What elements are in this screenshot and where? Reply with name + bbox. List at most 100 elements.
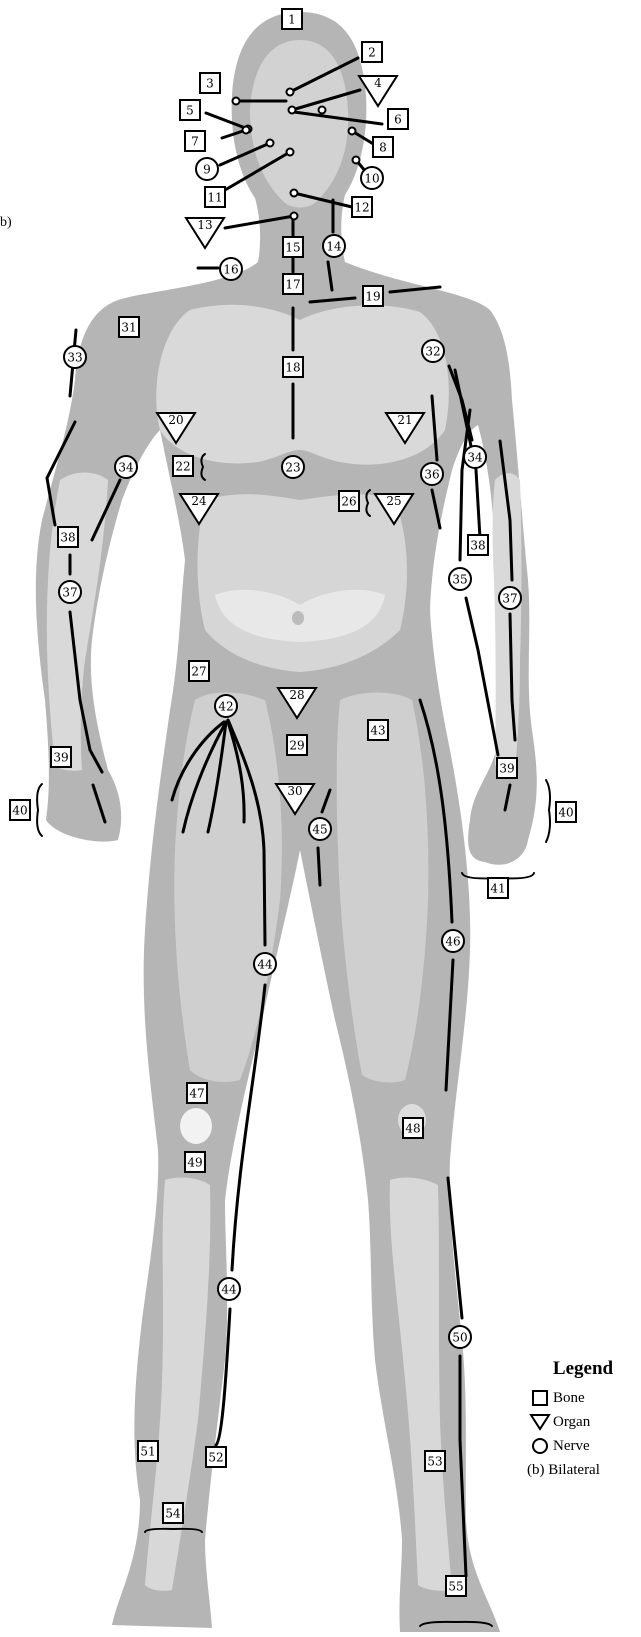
marker-label: 19	[365, 290, 380, 304]
marker-nerve-37a: 37	[59, 581, 81, 603]
marker-bone-38b: 38	[468, 535, 488, 555]
marker-bone-26: 26	[339, 491, 359, 511]
marker-bone-27: 27	[189, 661, 209, 681]
bracket	[546, 780, 550, 842]
marker-organ-13: 13	[186, 218, 224, 248]
leader-dot	[349, 128, 356, 135]
marker-label: 22	[175, 460, 190, 474]
marker-label: 52	[208, 1451, 223, 1465]
marker-label: 42	[218, 700, 233, 714]
marker-bone-17: 17	[283, 274, 303, 294]
marker-label: 12	[354, 201, 369, 215]
marker-bone-39b: 39	[497, 758, 517, 778]
marker-label: 33	[67, 351, 82, 365]
marker-label: 21	[397, 413, 412, 427]
marker-label: 51	[140, 1445, 155, 1459]
marker-bone-8: 8	[373, 137, 393, 157]
marker-label: 6	[394, 113, 402, 127]
marker-bone-48: 48	[403, 1118, 423, 1138]
marker-nerve-10: 10	[361, 167, 383, 189]
marker-label: 40	[558, 806, 573, 820]
marker-label: 40	[12, 804, 27, 818]
legend: Legend Bone Organ Nerve (b) Bilateral	[527, 1358, 639, 1482]
marker-nerve-50: 50	[449, 1326, 471, 1348]
marker-nerve-44a: 44	[254, 953, 276, 975]
marker-label: 23	[285, 461, 300, 475]
marker-label: 26	[341, 495, 356, 509]
marker-label: 50	[452, 1331, 467, 1345]
marker-nerve-35: 35	[449, 568, 471, 590]
marker-label: 9	[203, 163, 211, 177]
marker-label: 5	[186, 104, 194, 118]
leader-dot	[291, 190, 298, 197]
marker-bone-22: 22	[173, 456, 193, 476]
leader-dot	[233, 98, 240, 105]
marker-label: 34	[467, 451, 483, 465]
marker-label: 32	[425, 345, 440, 359]
square-icon	[527, 1389, 553, 1407]
marker-label: 54	[165, 1507, 181, 1521]
leader-line	[466, 598, 498, 755]
marker-label: 30	[287, 784, 302, 798]
marker-bone-1: 1	[282, 9, 302, 29]
marker-label: 45	[312, 823, 327, 837]
marker-label: 10	[364, 172, 379, 186]
marker-label: 36	[424, 468, 439, 482]
marker-label: 17	[285, 278, 300, 292]
marker-label: 7	[191, 135, 199, 149]
marker-label: 3	[206, 77, 214, 91]
leader-dot	[353, 157, 360, 164]
triangle-icon	[527, 1413, 553, 1431]
marker-bone-55: 55	[446, 1576, 466, 1596]
marker-label: 14	[326, 240, 342, 254]
marker-label: 24	[191, 494, 207, 508]
marker-bone-51: 51	[138, 1441, 158, 1461]
marker-label: 37	[502, 592, 517, 606]
leader-dot	[243, 127, 250, 134]
marker-bone-41: 41	[488, 878, 508, 898]
marker-label: 29	[289, 739, 304, 753]
marker-nerve-16: 16	[220, 258, 242, 280]
marker-nerve-34b: 34	[464, 446, 486, 468]
marker-bone-43: 43	[368, 720, 388, 740]
marker-nerve-34a: 34	[115, 456, 137, 478]
marker-nerve-45: 45	[309, 818, 331, 840]
marker-label: 43	[370, 724, 385, 738]
leader-dot	[287, 89, 294, 96]
marker-bone-40a: 40	[10, 800, 30, 820]
marker-label: 49	[187, 1156, 202, 1170]
marker-bone-40b: 40	[556, 802, 576, 822]
marker-label: 13	[197, 218, 212, 232]
legend-title: Legend	[527, 1358, 639, 1380]
marker-bone-18: 18	[283, 357, 303, 377]
marker-label: 28	[289, 688, 304, 702]
marker-bone-15: 15	[283, 237, 303, 257]
marker-label: 48	[405, 1122, 420, 1136]
marker-nerve-37b: 37	[499, 587, 521, 609]
marker-bone-6: 6	[388, 109, 408, 129]
marker-label: 44	[257, 958, 273, 972]
marker-bone-5: 5	[180, 100, 200, 120]
marker-nerve-46: 46	[442, 930, 464, 952]
marker-label: 11	[207, 191, 222, 205]
marker-label: 4	[374, 76, 382, 90]
marker-bone-3: 3	[200, 73, 220, 93]
marker-bone-39a: 39	[51, 747, 71, 767]
leader-dot	[267, 140, 274, 147]
marker-label: 16	[223, 263, 238, 277]
marker-label: 37	[62, 586, 77, 600]
leader-dot	[291, 213, 298, 220]
marker-label: 35	[452, 573, 467, 587]
marker-label: 38	[60, 531, 75, 545]
legend-row-bone: Bone	[527, 1386, 639, 1410]
marker-label: 47	[189, 1087, 204, 1101]
marker-nerve-9: 9	[196, 158, 218, 180]
marker-bone-7: 7	[185, 131, 205, 151]
marker-label: 55	[448, 1580, 463, 1594]
marker-bone-29: 29	[287, 735, 307, 755]
marker-label: 2	[368, 46, 376, 60]
marker-label: 8	[379, 141, 387, 155]
marker-label: 41	[490, 882, 505, 896]
marker-nerve-44b: 44	[218, 1278, 240, 1300]
marker-label: 39	[53, 751, 68, 765]
